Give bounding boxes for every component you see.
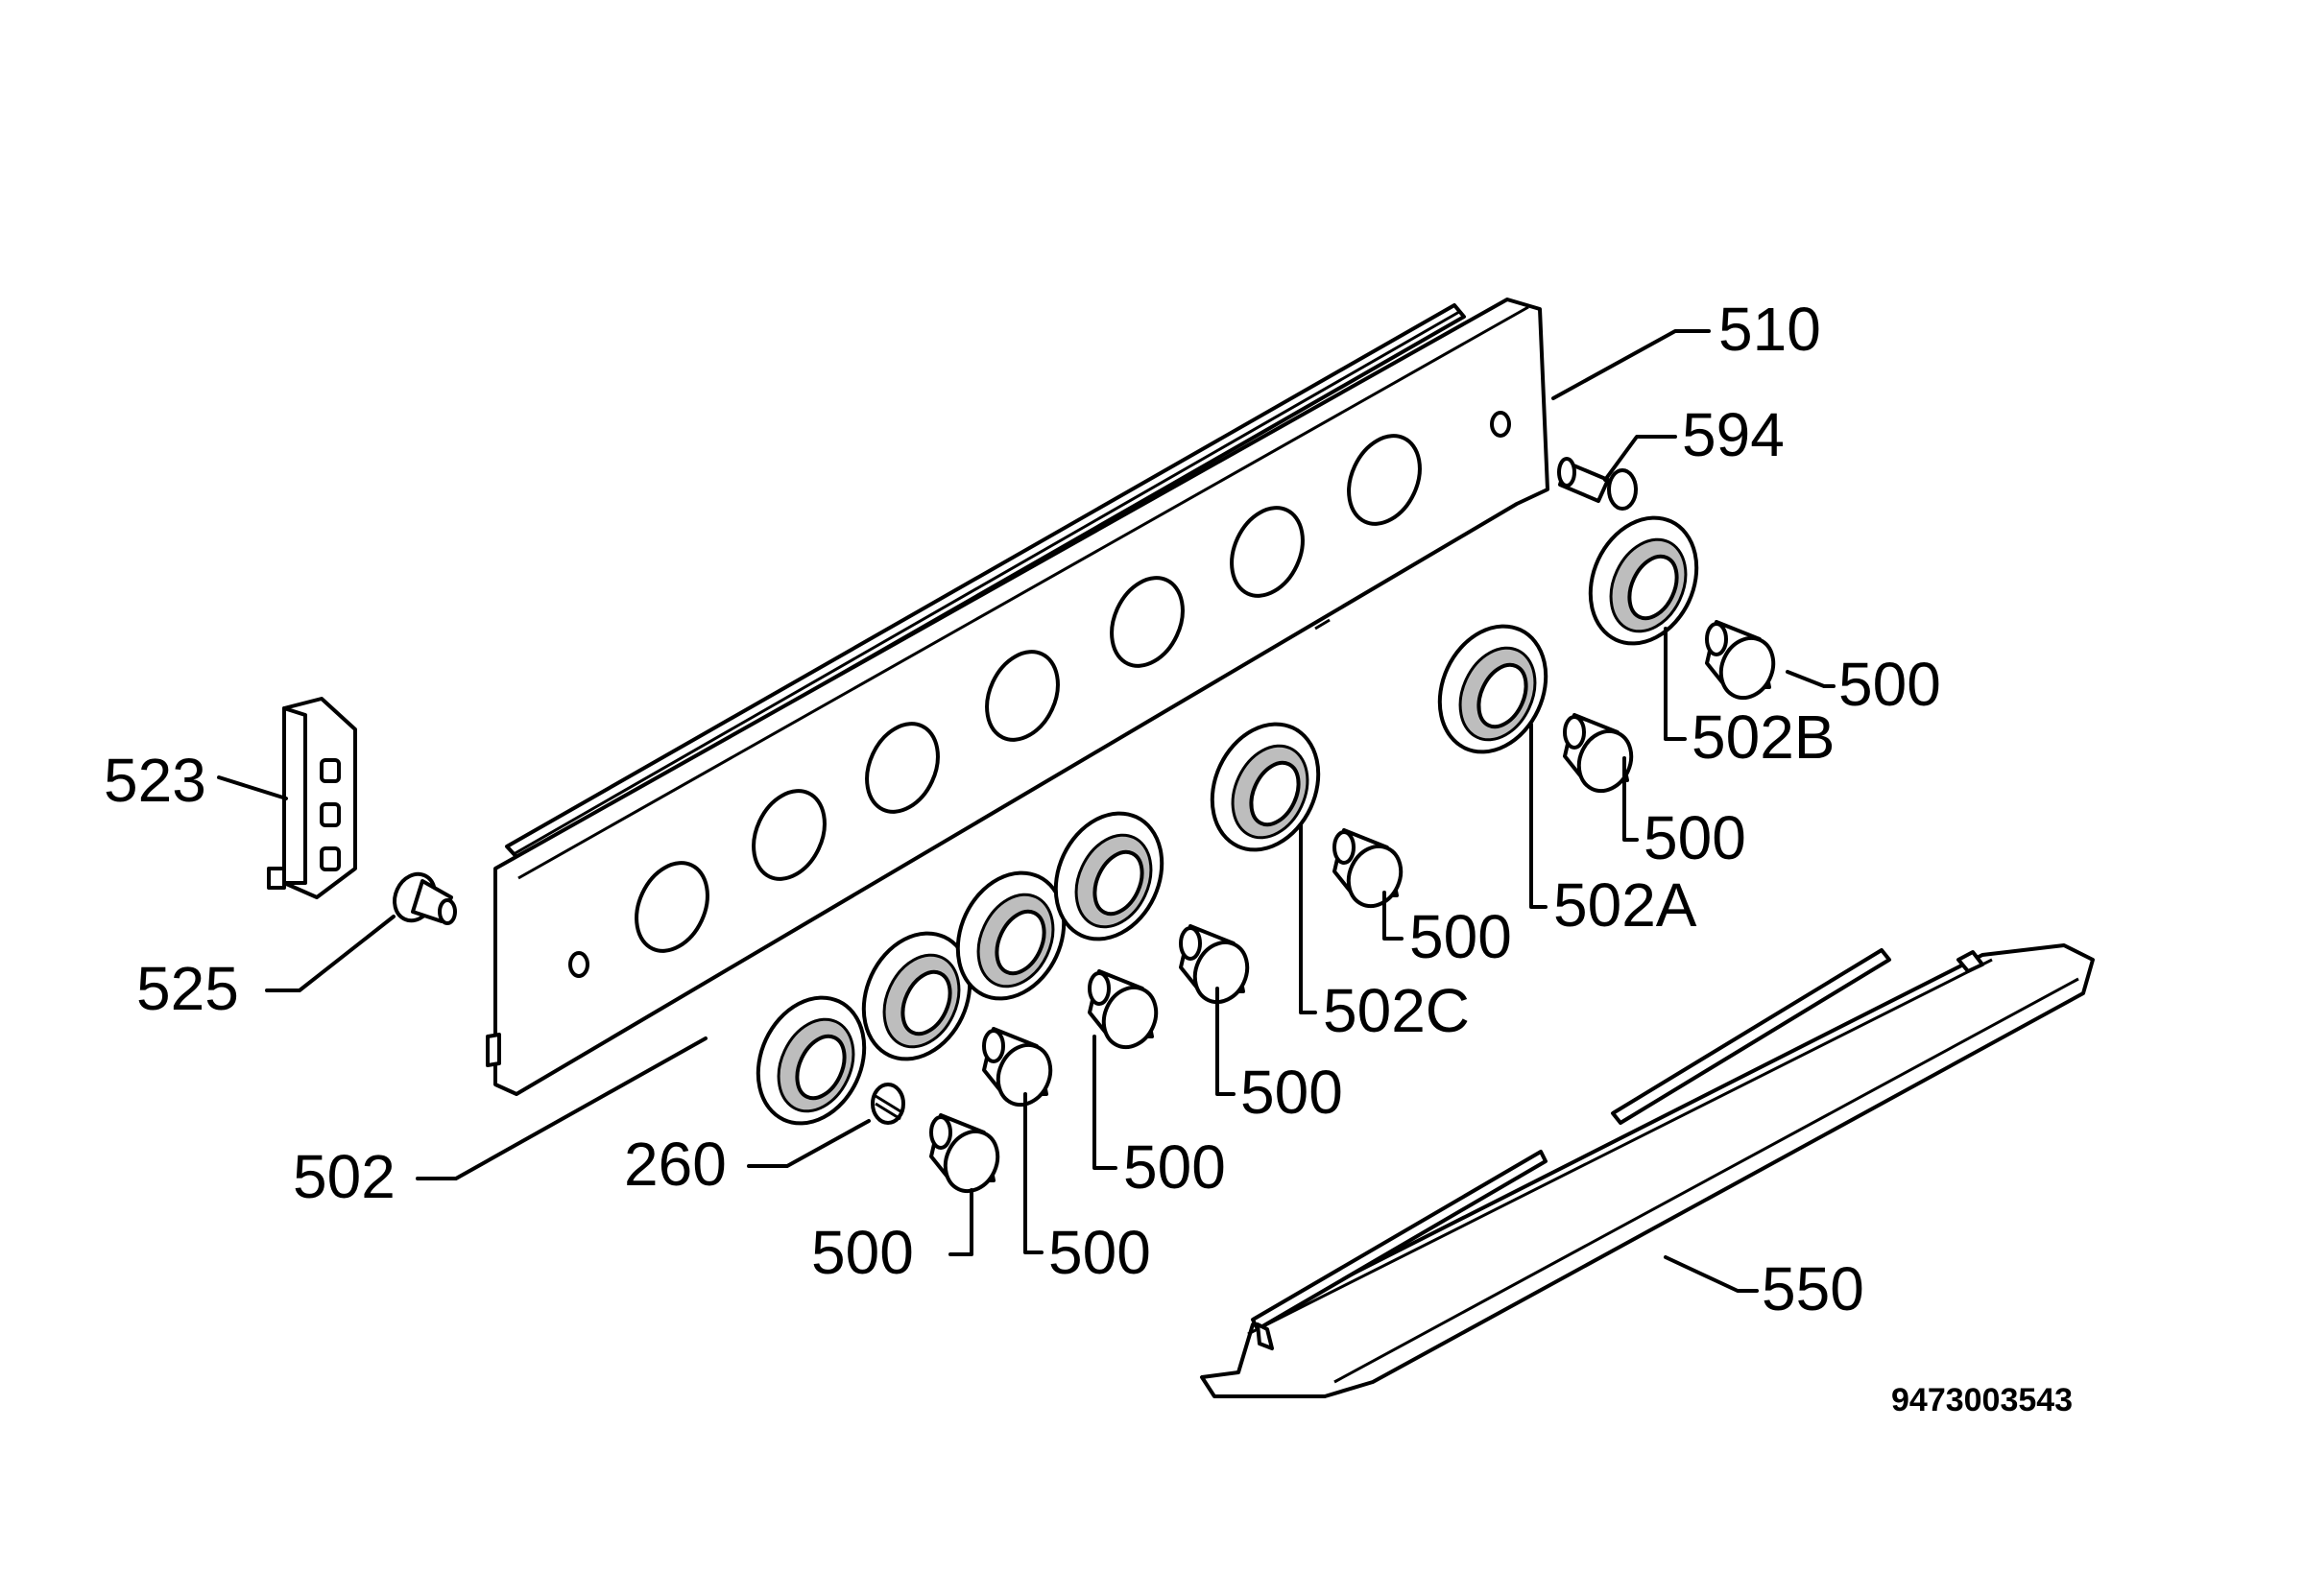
callout-500: 500 [1838, 650, 1941, 719]
control-knob [1088, 969, 1159, 1050]
control-knob [1332, 828, 1404, 909]
control-panel-fascia [486, 298, 1549, 1096]
control-knob [929, 1113, 1000, 1194]
callout-labels: 510 594 500 502B 500 502A 500 502C 500 5… [104, 295, 1941, 1323]
control-knob [1179, 924, 1250, 1005]
spring-260 [871, 1083, 905, 1125]
callout-260: 260 [624, 1130, 727, 1199]
bezel-ring [861, 931, 972, 1061]
drawing-number: 9473003543 [1891, 1382, 2073, 1418]
callout-500: 500 [811, 1218, 914, 1287]
callout-502: 502 [293, 1142, 396, 1211]
bezel-ring-502b [1588, 515, 1699, 646]
bezel-ring-502a [1437, 624, 1548, 754]
callout-502c: 502C [1323, 976, 1470, 1045]
screw-594 [1557, 457, 1638, 511]
control-knobs-500 [929, 620, 1776, 1194]
bezel-ring [1053, 811, 1164, 941]
callout-525: 525 [136, 954, 239, 1023]
panel-knob-holes [635, 434, 1422, 953]
callout-500: 500 [1048, 1218, 1151, 1287]
control-knob [1705, 620, 1776, 701]
callout-500: 500 [1240, 1058, 1343, 1127]
callout-502b: 502B [1692, 703, 1835, 772]
side-bracket [267, 697, 357, 899]
callout-550: 550 [1762, 1254, 1864, 1323]
bezel-rings-502 [756, 811, 1164, 1126]
callout-500: 500 [1644, 803, 1746, 872]
leader-lines [217, 329, 1836, 1293]
callout-594: 594 [1682, 400, 1785, 469]
callout-500: 500 [1123, 1132, 1226, 1202]
bezel-ring [756, 995, 867, 1126]
callout-500: 500 [1409, 902, 1512, 971]
pin-525 [393, 871, 457, 925]
bezel-ring [955, 870, 1067, 1001]
trim-strip-550 [1200, 943, 2095, 1398]
control-knob [982, 1027, 1053, 1108]
callout-523: 523 [104, 746, 206, 815]
bezel-ring-502c [1210, 722, 1321, 852]
callout-510: 510 [1718, 295, 1821, 364]
control-knob [1563, 713, 1634, 794]
callout-502a: 502A [1553, 870, 1697, 940]
